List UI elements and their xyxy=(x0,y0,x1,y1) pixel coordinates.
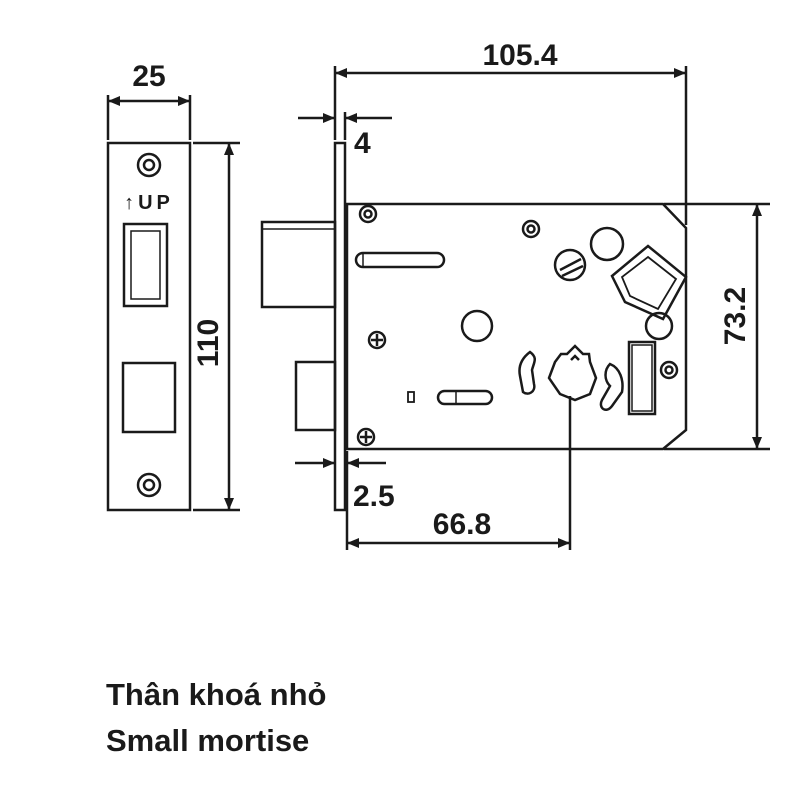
faceplate-width-label: 25 xyxy=(132,60,165,93)
case-screw xyxy=(356,427,376,447)
faceplate-height-label: 110 xyxy=(192,319,225,367)
case-screw xyxy=(358,204,378,224)
cam-left xyxy=(518,350,536,395)
follower-hub xyxy=(553,248,587,282)
faceplate-thickness-dimension xyxy=(298,112,392,140)
faceplate-outline xyxy=(106,141,192,512)
deadbolt xyxy=(294,360,337,432)
deadbolt-slot xyxy=(436,389,494,406)
guide-pin xyxy=(644,311,674,341)
latch-slot xyxy=(354,251,446,269)
faceplate-height-dimension xyxy=(193,141,240,512)
mortise-side-view xyxy=(260,141,688,512)
faceplate-width-dimension xyxy=(106,95,192,140)
top-screw-hole xyxy=(136,152,162,178)
cylinder-hole xyxy=(547,344,598,402)
lock-case xyxy=(345,202,688,451)
case-height-dimension xyxy=(664,202,770,451)
latch-opening xyxy=(122,222,169,308)
cam-slot xyxy=(627,340,657,416)
latch-bolt xyxy=(260,220,337,309)
up-marking: ↑UP xyxy=(124,192,174,214)
bottom-screw-hole xyxy=(136,472,162,498)
deadbolt-opening xyxy=(121,361,177,434)
faceplate-front-view xyxy=(106,141,192,512)
square-spindle xyxy=(610,244,688,321)
case-screw xyxy=(367,330,387,350)
faceplate-thickness-label: 4 xyxy=(354,127,371,160)
gap-label: 2.5 xyxy=(353,480,395,513)
backset-label: 66.8 xyxy=(433,508,491,541)
overall-length-label: 105.4 xyxy=(482,39,557,72)
front-plate xyxy=(333,141,347,512)
case-screw xyxy=(521,219,541,239)
center-hole xyxy=(460,309,494,343)
caption-english: Small mortise xyxy=(106,723,310,758)
case-screw xyxy=(659,360,679,380)
backset-dimension xyxy=(345,396,572,550)
spindle-hole xyxy=(589,226,625,262)
cam-right xyxy=(599,362,624,411)
caption-vietnamese: Thân khoá nhỏ xyxy=(106,677,327,712)
case-height-label: 73.2 xyxy=(719,287,752,345)
overall-length-dimension xyxy=(333,66,688,225)
